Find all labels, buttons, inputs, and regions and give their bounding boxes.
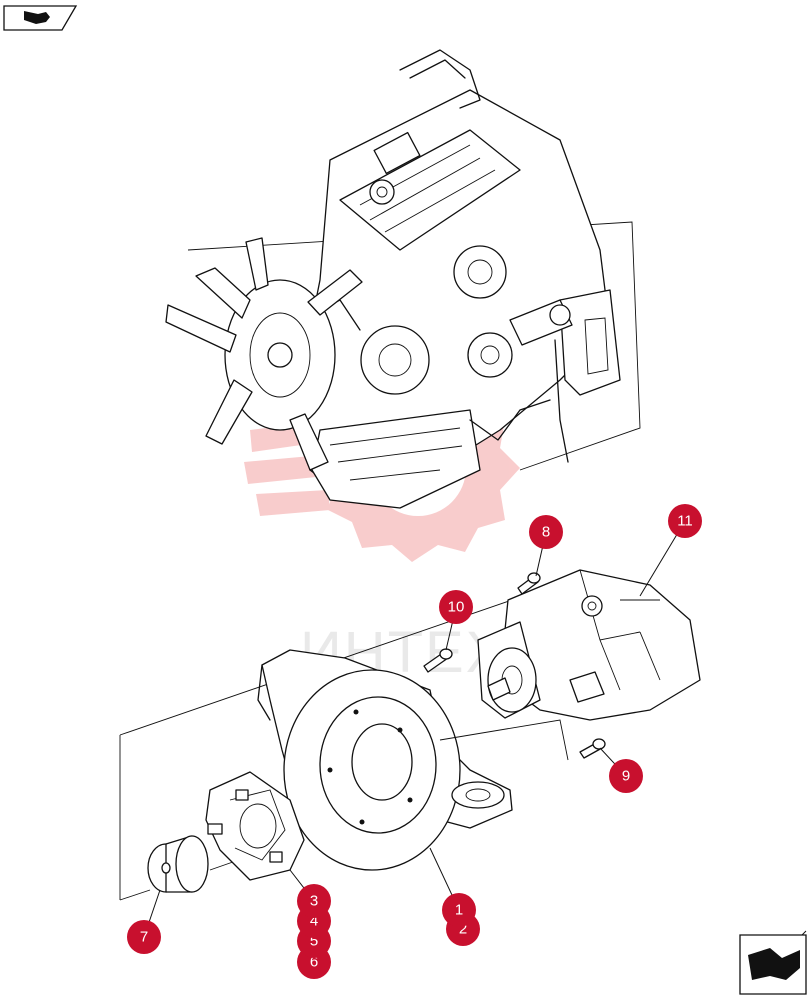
svg-text:9: 9 <box>622 768 630 785</box>
callout-9[interactable]: 9 <box>609 759 643 793</box>
callout-1[interactable]: 1 <box>442 893 476 927</box>
engine-assembly <box>165 49 641 509</box>
callout-10[interactable]: 10 <box>439 590 473 624</box>
svg-text:10: 10 <box>448 599 465 616</box>
bolt-part-10 <box>423 648 453 673</box>
bolt-part-9 <box>579 738 606 759</box>
cooling-fan <box>165 237 363 471</box>
callout-7[interactable]: 7 <box>127 920 161 954</box>
svg-text:4: 4 <box>310 913 318 930</box>
hub <box>147 835 209 893</box>
callout-8[interactable]: 8 <box>529 515 563 549</box>
svg-text:8: 8 <box>542 524 550 541</box>
callout-11[interactable]: 11 <box>668 504 702 538</box>
next-page-arrow-icon[interactable] <box>739 930 807 995</box>
bolt-part-8 <box>517 572 541 595</box>
hydraulic-pump <box>477 569 701 721</box>
svg-text:6: 6 <box>310 954 318 971</box>
flywheel-housing <box>257 649 569 871</box>
svg-text:2: 2 <box>459 921 467 938</box>
callout-3[interactable]: 3 <box>297 884 331 918</box>
back-arrow-icon[interactable] <box>3 5 78 31</box>
svg-text:1: 1 <box>455 902 463 919</box>
svg-text:5: 5 <box>310 933 318 950</box>
coupling <box>205 771 305 881</box>
svg-text:3: 3 <box>310 893 318 910</box>
svg-text:7: 7 <box>140 929 148 946</box>
svg-text:11: 11 <box>677 513 693 530</box>
